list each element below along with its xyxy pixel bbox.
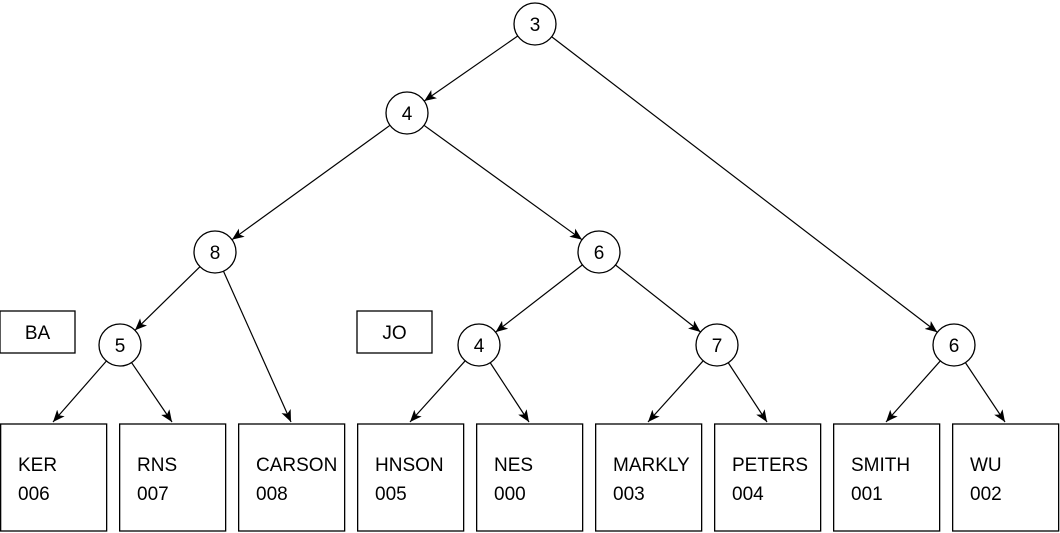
leaf-code: 006	[18, 484, 50, 505]
tree-node-n6a: 6	[577, 230, 621, 274]
node-label: 6	[949, 336, 960, 357]
leaf-rect	[0, 423, 108, 532]
node-circle	[385, 91, 429, 135]
leaf-code: 004	[732, 484, 764, 505]
node-circle	[513, 2, 557, 46]
leaf-code: 008	[256, 484, 288, 505]
node-circle	[932, 323, 976, 367]
leaf-code: 003	[613, 484, 645, 505]
edge-n6a-n7	[615, 264, 701, 333]
edge-root-n6b	[551, 36, 938, 333]
tree-node-root: 3	[513, 2, 557, 46]
leaf-code: 007	[137, 484, 169, 505]
tree-nodes: 3 4 8 6 5 4 7 6	[98, 2, 976, 367]
edge-n6b-l9	[964, 362, 1006, 423]
leaf-code: 001	[851, 484, 883, 505]
leaf-rect	[833, 423, 941, 532]
node-label: 6	[594, 243, 605, 264]
prefix-rect	[356, 310, 433, 354]
edge-n8-n5	[134, 266, 201, 331]
leaf-name: CARSON	[256, 455, 337, 476]
leaf-rect	[952, 423, 1060, 532]
leaf-box-l6: MARKLY 003	[595, 423, 703, 532]
leaf-name: NES	[494, 455, 533, 476]
edge-n6b-l8	[885, 360, 941, 423]
leaf-name: HNSON	[375, 455, 444, 476]
leaf-code: 002	[970, 484, 1002, 505]
tree-node-n7: 7	[695, 323, 739, 367]
prefix-box-p2: JO	[356, 310, 433, 354]
leaf-box-l1: KER 006	[0, 423, 108, 532]
edge-n4b-l5	[489, 362, 530, 423]
edge-n7-l6	[647, 360, 704, 423]
node-circle	[98, 323, 142, 367]
node-circle	[695, 323, 739, 367]
edge-n6a-n4b	[495, 264, 583, 333]
leaf-box-l4: HNSON 005	[356, 423, 465, 532]
leaf-rect	[714, 423, 822, 532]
leaf-rect	[237, 423, 346, 532]
leaf-box-l2: RNS 007	[119, 423, 227, 532]
node-label: 8	[210, 243, 221, 264]
leaf-name: RNS	[137, 455, 177, 476]
prefix-labels: BA JO	[0, 310, 433, 354]
node-circle	[193, 230, 237, 274]
node-label: 3	[530, 15, 541, 36]
prefix-rect	[0, 310, 76, 354]
leaf-name: KER	[18, 455, 57, 476]
leaf-name: SMITH	[851, 455, 910, 476]
leaf-box-l8: SMITH 001	[833, 423, 941, 532]
node-label: 5	[115, 336, 126, 357]
leaf-boxes: KER 006 RNS 007 CARSON 008 HNSON 005 NES 000 MARKL…	[0, 423, 1060, 532]
leaf-rect	[356, 423, 465, 532]
tree-edges	[52, 35, 1006, 423]
leaf-name: MARKLY	[613, 455, 690, 476]
edge-root-n4a	[423, 35, 519, 102]
edge-n8-l3	[222, 270, 292, 423]
leaf-name: WU	[970, 455, 1002, 476]
leaf-rect	[119, 423, 227, 532]
prefix-box-p1: BA	[0, 310, 76, 354]
tree-node-n4b: 4	[457, 323, 501, 367]
leaf-box-l7: PETERS 004	[714, 423, 822, 532]
edge-n5-l2	[131, 362, 173, 423]
node-circle	[577, 230, 621, 274]
edge-n5-l1	[52, 360, 107, 423]
leaf-box-l3: CARSON 008	[237, 423, 346, 532]
tree-node-n5: 5	[98, 323, 142, 367]
leaf-rect	[475, 423, 584, 532]
node-circle	[457, 323, 501, 367]
edge-n7-l7	[727, 362, 768, 423]
edge-n4a-n6a	[423, 124, 583, 241]
leaf-code: 005	[375, 484, 407, 505]
leaf-rect	[595, 423, 703, 532]
node-label: 4	[402, 104, 413, 125]
prefix-label: JO	[382, 323, 406, 344]
leaf-code: 000	[494, 484, 526, 505]
tree-node-n6b: 6	[932, 323, 976, 367]
leaf-box-l9: WU 002	[952, 423, 1060, 532]
edge-n4a-n8	[231, 124, 391, 241]
prefix-label: BA	[25, 323, 51, 344]
leaf-name: PETERS	[732, 455, 808, 476]
edge-n4b-l4	[409, 360, 466, 423]
tree-node-n4a: 4	[385, 91, 429, 135]
node-label: 7	[712, 336, 723, 357]
leaf-box-l5: NES 000	[475, 423, 584, 532]
tree-node-n8: 8	[193, 230, 237, 274]
node-label: 4	[474, 336, 485, 357]
